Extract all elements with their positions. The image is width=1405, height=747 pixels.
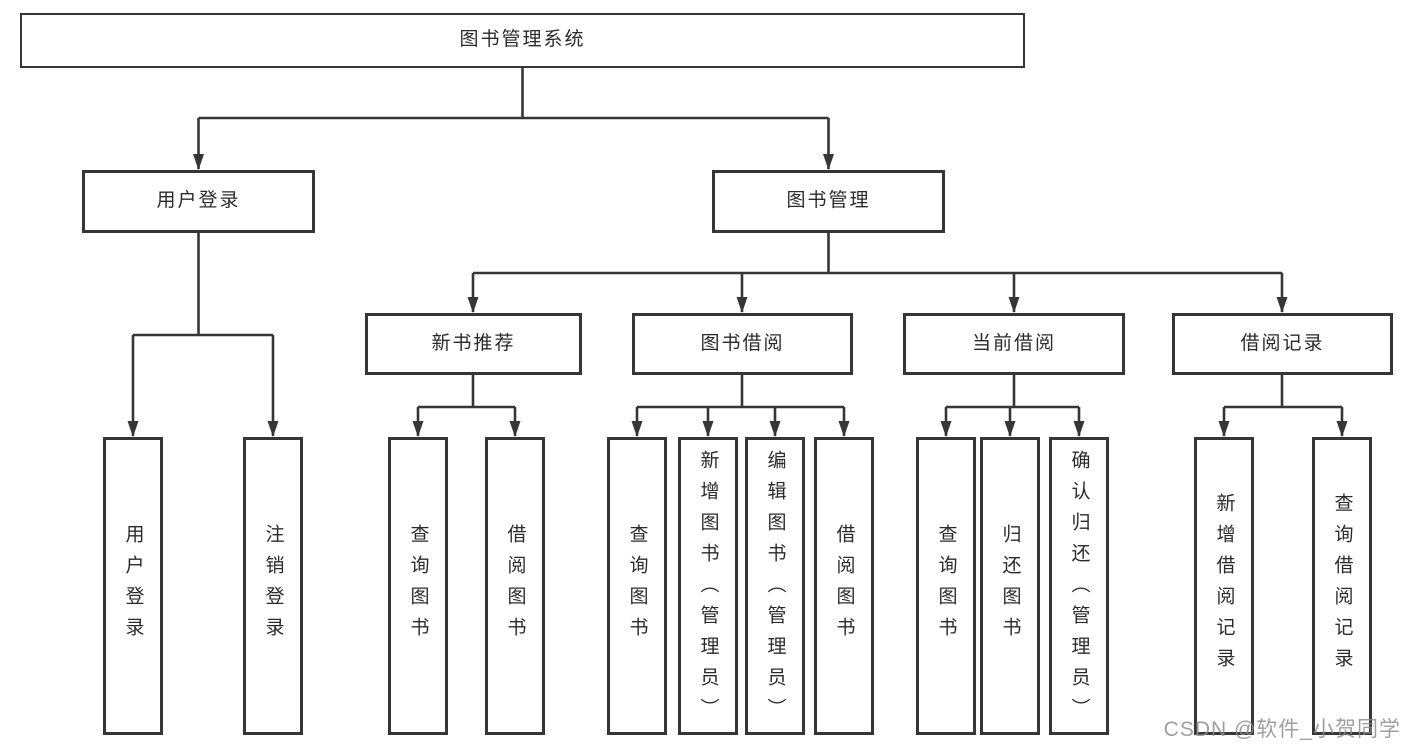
connector-borrow-record-to-leaves bbox=[1218, 375, 1348, 437]
leaf-edit-books-admin: 编辑图书（管理员） bbox=[745, 437, 805, 735]
node-root-library-management-system: 图书管理系统 bbox=[20, 13, 1025, 68]
node-current-borrow: 当前借阅 bbox=[903, 313, 1125, 375]
connector-book-borrow-to-leaves bbox=[631, 375, 850, 437]
leaf-recommend-query-books: 查询图书 bbox=[388, 437, 448, 735]
connector-user-login-to-leaves bbox=[127, 233, 279, 437]
leaf-logout: 注销登录 bbox=[243, 437, 303, 735]
leaf-confirm-return-admin: 确认归还（管理员） bbox=[1049, 437, 1109, 735]
leaf-borrow-books: 借阅图书 bbox=[814, 437, 874, 735]
leaf-add-borrow-record: 新增借阅记录 bbox=[1194, 437, 1254, 735]
leaf-current-query-books: 查询图书 bbox=[916, 437, 976, 735]
node-book-management: 图书管理 bbox=[712, 170, 945, 233]
node-user-login: 用户登录 bbox=[82, 170, 315, 233]
leaf-add-books-admin: 新增图书（管理员） bbox=[678, 437, 738, 735]
leaf-user-login: 用户登录 bbox=[103, 437, 163, 735]
connector-new-book-recommend-to-leaves bbox=[412, 375, 521, 437]
node-borrow-record: 借阅记录 bbox=[1172, 313, 1393, 375]
node-book-borrow: 图书借阅 bbox=[632, 313, 853, 375]
csdn-watermark: CSDN @软件_小贺同学 bbox=[1163, 718, 1401, 741]
node-new-book-recommend: 新书推荐 bbox=[365, 313, 582, 375]
connector-current-borrow-to-leaves bbox=[940, 375, 1085, 437]
leaf-recommend-borrow-books: 借阅图书 bbox=[485, 437, 545, 735]
leaf-query-borrow-record: 查询借阅记录 bbox=[1312, 437, 1372, 735]
connector-book-management-to-level3 bbox=[467, 233, 1288, 313]
leaf-borrow-query-books: 查询图书 bbox=[607, 437, 667, 735]
leaf-return-books: 归还图书 bbox=[980, 437, 1040, 735]
connector-root-to-level2 bbox=[193, 68, 834, 170]
